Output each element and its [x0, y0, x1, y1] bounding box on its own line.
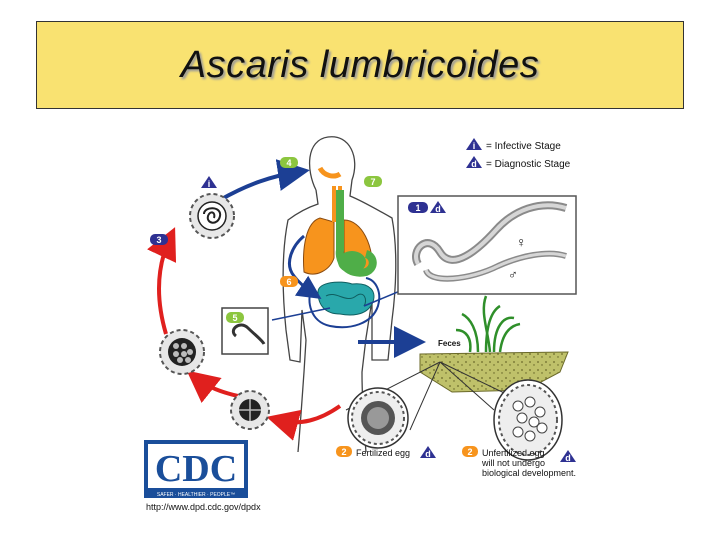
larva-inset: [221, 307, 269, 355]
arrow-larva-to-infective: [147, 227, 177, 335]
svg-text:3: 3: [156, 235, 161, 245]
title-banner: Ascaris lumbricoides: [36, 21, 684, 109]
unfertilized-egg-line3: biological development.: [482, 468, 576, 478]
svg-text:6: 6: [286, 277, 291, 287]
legend: i = Infective Stage d = Diagnostic Stage: [466, 138, 571, 170]
human-body-outline: [282, 136, 397, 453]
slide-title: Ascaris lumbricoides: [180, 43, 540, 86]
larva-egg: [159, 329, 205, 375]
arrow-ingestion: [219, 159, 310, 202]
step-badge-4: 4: [280, 157, 298, 168]
arrow-egg-to-embryonated: [266, 404, 342, 441]
arrow-embryonated-to-larva: [186, 370, 239, 403]
svg-text:d: d: [425, 449, 431, 459]
diagnostic-badge-unfertilized: d: [560, 450, 576, 463]
svg-text:7: 7: [370, 177, 375, 187]
unfertilized-egg-label: Unfertilized egg: [482, 448, 545, 458]
svg-text:d: d: [435, 204, 441, 214]
svg-text:i: i: [208, 179, 211, 189]
diagnostic-badge-adults: d: [430, 201, 446, 214]
arrow-larvae-migration: [288, 234, 322, 299]
svg-text:5: 5: [232, 313, 237, 323]
step-badge-7: 7: [364, 176, 382, 187]
adult-worms-inset: [397, 195, 577, 295]
cdc-logo: CDC SAFER · HEALTHIER · PEOPLE™: [144, 440, 248, 498]
legend-diagnostic-symbol: d: [471, 159, 477, 169]
unfertilized-egg: [493, 379, 563, 461]
egg-zoom-lines: [345, 361, 561, 431]
male-symbol: ♂: [508, 267, 518, 282]
step-badge-2-unfertilized: 2: [462, 446, 478, 457]
embryonating-egg: [230, 390, 270, 430]
cdc-url: http://www.dpd.cdc.gov/dpdx: [146, 502, 261, 512]
step-badge-1: 1: [408, 202, 428, 213]
cdc-logo-text: CDC: [155, 448, 237, 490]
legend-infective-symbol: i: [473, 141, 476, 151]
intestines: [308, 277, 381, 329]
legend-infective-label: = Infective Stage: [486, 141, 561, 152]
unfertilized-egg-line2: will not undergo: [481, 458, 545, 468]
diagnostic-badge-fertilized: d: [420, 446, 436, 459]
feces-label: Feces: [438, 339, 461, 348]
cdc-tagline: SAFER · HEALTHIER · PEOPLE™: [157, 492, 235, 498]
infective-badge-egg: i: [201, 176, 217, 189]
step-badge-6: 6: [280, 276, 298, 287]
svg-text:2: 2: [467, 447, 472, 457]
step-badge-2-fertilized: 2: [336, 446, 352, 457]
fertilized-egg-label: Fertilized egg: [356, 448, 410, 458]
legend-diagnostic-label: = Diagnostic Stage: [486, 159, 571, 170]
fertilized-egg: [347, 387, 409, 449]
step-badge-5: 5: [226, 312, 244, 323]
arrow-larvae-to-intestine: [271, 307, 331, 321]
svg-text:4: 4: [286, 158, 291, 168]
infective-egg: [189, 193, 235, 239]
svg-text:2: 2: [341, 447, 346, 457]
step-badge-3: 3: [150, 234, 168, 245]
svg-text:1: 1: [415, 203, 420, 213]
svg-text:d: d: [565, 453, 571, 463]
female-symbol: ♀: [516, 234, 527, 250]
grass: [455, 295, 521, 353]
stomach: [335, 190, 377, 277]
